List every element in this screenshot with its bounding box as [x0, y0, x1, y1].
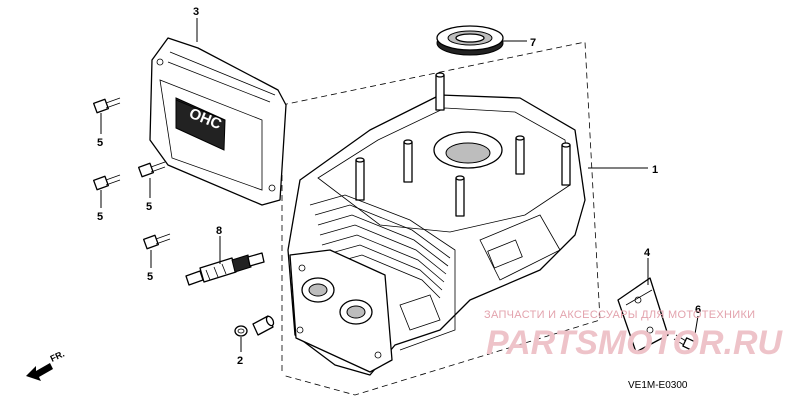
callout-3: 3: [193, 6, 199, 18]
cylinder-head-cover[interactable]: OHC: [149, 37, 287, 206]
callout-5-b: 5: [97, 211, 103, 223]
bolt-small[interactable]: [673, 334, 698, 352]
front-arrow-icon: [26, 363, 53, 381]
front-arrow-label: FR.: [49, 349, 66, 364]
watermark-logo: PARTSMOTOR.RU: [486, 324, 783, 362]
leader-lines: [100, 18, 699, 352]
watermark: ЗАПЧАСТИ И АКСЕССУАРЫ ДЛЯ МОТОТЕХНИКИ PA…: [484, 309, 783, 362]
callout-5-a: 5: [97, 137, 103, 149]
callout-7: 7: [530, 37, 536, 49]
bolt-d[interactable]: [143, 233, 171, 250]
bolt-c[interactable]: [138, 161, 166, 178]
callouts: 3 7 1 4 6 5 5 5 5 8 2: [97, 6, 701, 367]
cylinder-block[interactable]: [287, 72, 586, 376]
oil-seal[interactable]: [436, 25, 504, 56]
watermark-tagline: ЗАПЧАСТИ И АКСЕССУАРЫ ДЛЯ МОТОТЕХНИКИ: [484, 309, 755, 321]
callout-6: 6: [695, 304, 701, 316]
gasket-plate[interactable]: [617, 277, 669, 353]
callout-4: 4: [644, 247, 651, 259]
callout-1: 1: [652, 164, 658, 176]
callout-5-d: 5: [147, 271, 153, 283]
diagram-code: VE1M-E0300: [628, 380, 688, 391]
callout-8: 8: [216, 225, 222, 237]
front-arrow: FR.: [26, 349, 66, 381]
callout-2: 2: [237, 355, 243, 367]
callout-5-c: 5: [146, 201, 152, 213]
spark-plug[interactable]: [185, 252, 265, 286]
bolt-a[interactable]: [93, 97, 121, 114]
dowel-pin[interactable]: [234, 315, 275, 337]
bolt-b[interactable]: [93, 174, 121, 191]
